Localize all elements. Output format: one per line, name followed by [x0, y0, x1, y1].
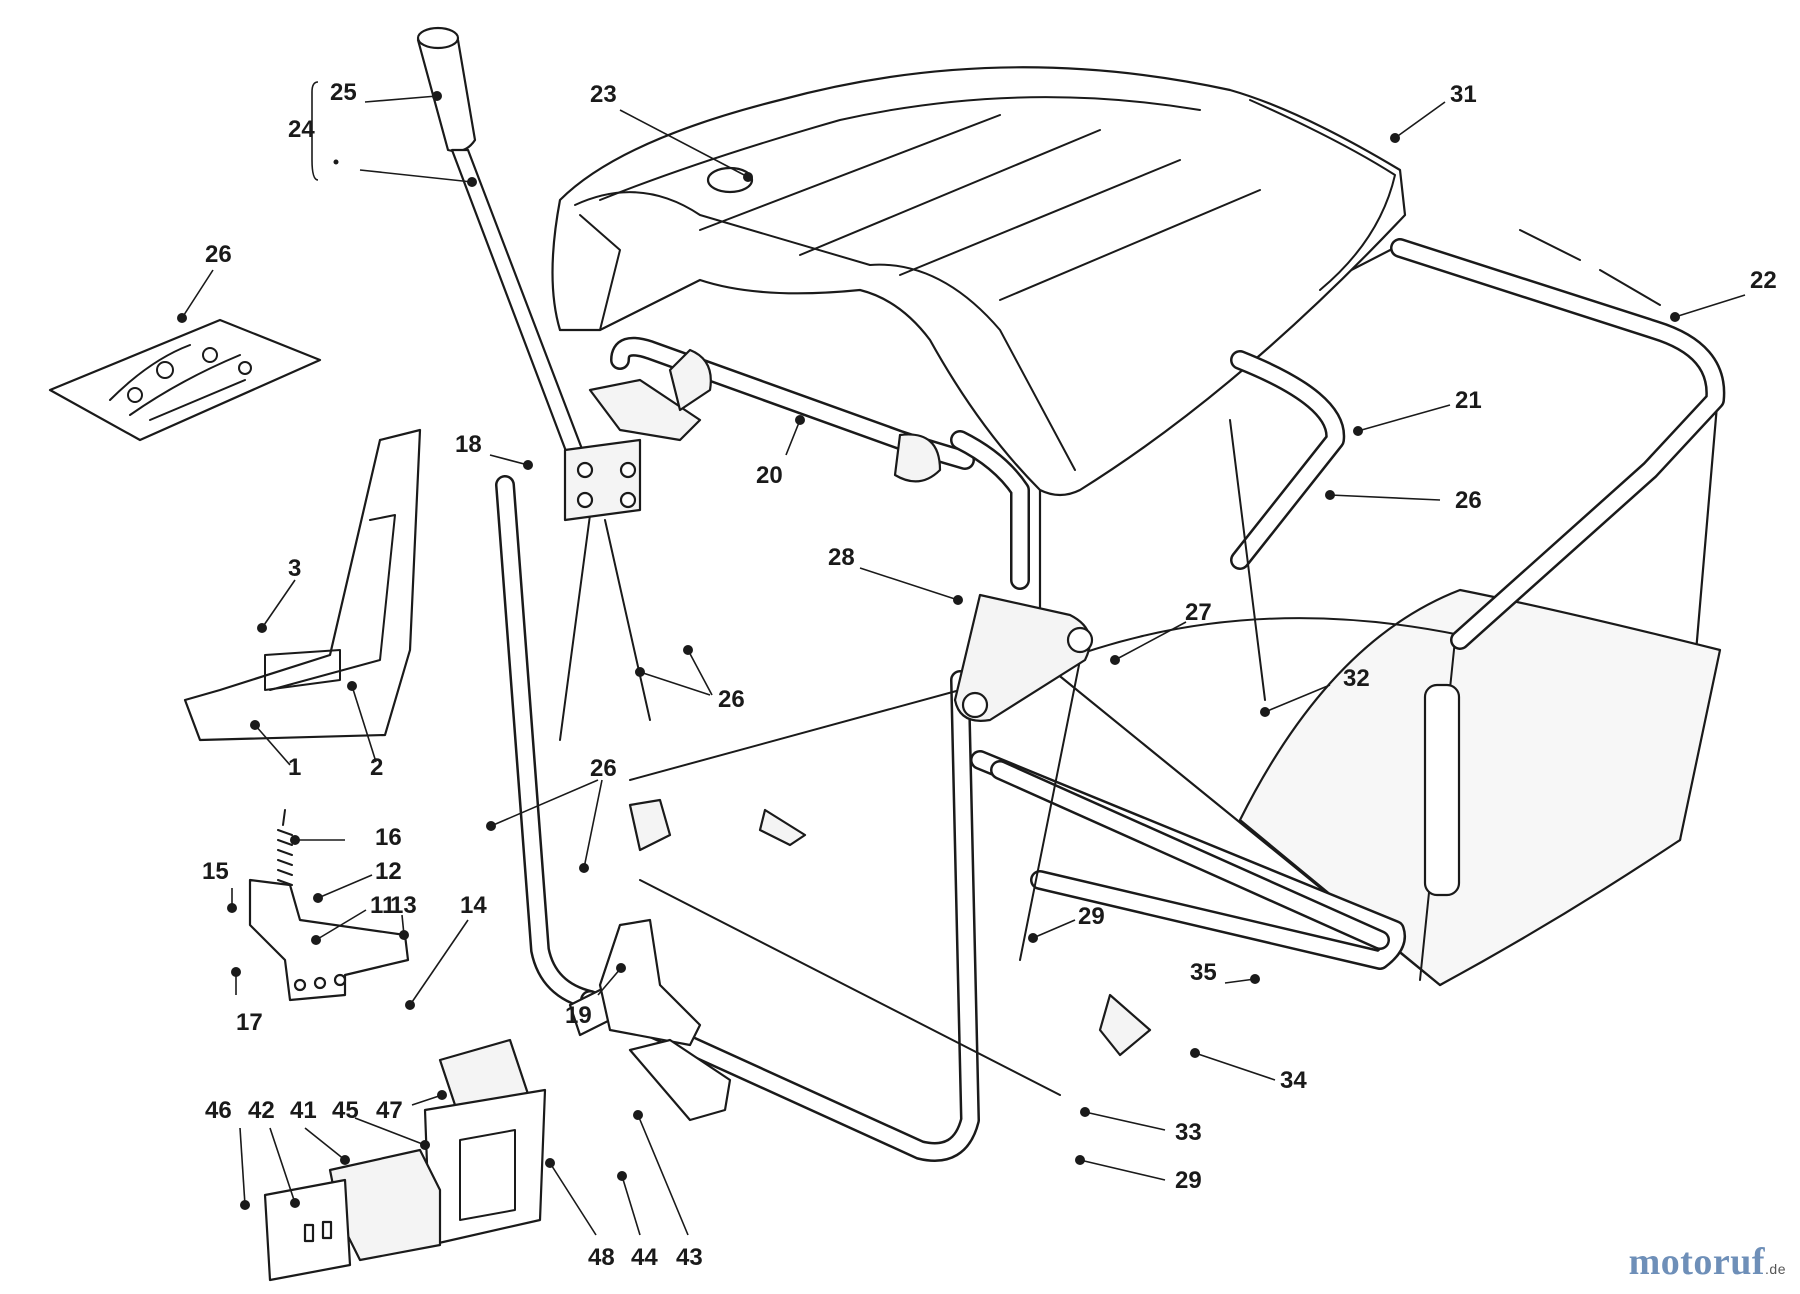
label-26-rear: 26 — [1455, 487, 1482, 514]
label-43: 43 — [676, 1244, 703, 1271]
brand-name: motoruf — [1628, 1241, 1766, 1283]
label-21: 21 — [1455, 387, 1482, 414]
label-26-mid: 26 — [718, 686, 745, 713]
label-17: 17 — [236, 1009, 263, 1036]
label-23: 23 — [590, 81, 617, 108]
catcher-lid — [551, 66, 1407, 497]
label-25: 25 — [330, 79, 357, 106]
label-18: 18 — [455, 431, 482, 458]
label-42: 42 — [248, 1097, 275, 1124]
label-47: 47 — [376, 1097, 403, 1124]
label-1: 1 — [288, 754, 301, 781]
label-28: 28 — [828, 544, 855, 571]
grass-bag — [1038, 229, 1726, 987]
label-12: 12 — [375, 858, 402, 885]
label-45: 45 — [332, 1097, 359, 1124]
label-27: 27 — [1185, 599, 1212, 626]
label-46: 46 — [205, 1097, 232, 1124]
label-13: 13 — [390, 892, 417, 919]
label-26-lower: 26 — [590, 755, 617, 782]
hardware-bag — [48, 318, 322, 442]
label-11: 11 — [370, 892, 395, 919]
label-48: 48 — [588, 1244, 615, 1271]
brand-logo: motoruf.de — [1629, 1240, 1786, 1284]
label-29: 29 — [1078, 903, 1105, 930]
latch-assembly — [263, 918, 732, 1282]
bracket-plate — [183, 428, 422, 742]
label-20: 20 — [756, 462, 783, 489]
label-24: 24 — [288, 116, 315, 143]
brand-tld: .de — [1765, 1261, 1786, 1277]
label-29-lower: 29 — [1175, 1167, 1202, 1194]
label-15: 15 — [202, 858, 229, 885]
label-2: 2 — [370, 754, 383, 781]
label-16: 16 — [375, 824, 402, 851]
label-35: 35 — [1190, 959, 1217, 986]
part-labels: 25 24 23 31 26 22 21 18 20 26 3 28 27 26… — [202, 79, 1777, 1271]
hinge-brackets — [563, 348, 1152, 1057]
leaders — [177, 81, 1746, 1236]
label-14: 14 — [460, 892, 487, 919]
label-31: 31 — [1450, 81, 1477, 108]
label-19: 19 — [565, 1002, 592, 1029]
label-44: 44 — [631, 1244, 658, 1271]
label-41: 41 — [290, 1097, 317, 1124]
label-34: 34 — [1280, 1067, 1307, 1094]
spring-latch — [248, 809, 410, 1002]
label-33: 33 — [1175, 1119, 1202, 1146]
label-3: 3 — [288, 555, 301, 582]
label-22: 22 — [1750, 267, 1777, 294]
label-26: 26 — [205, 241, 232, 268]
label-32: 32 — [1343, 665, 1370, 692]
